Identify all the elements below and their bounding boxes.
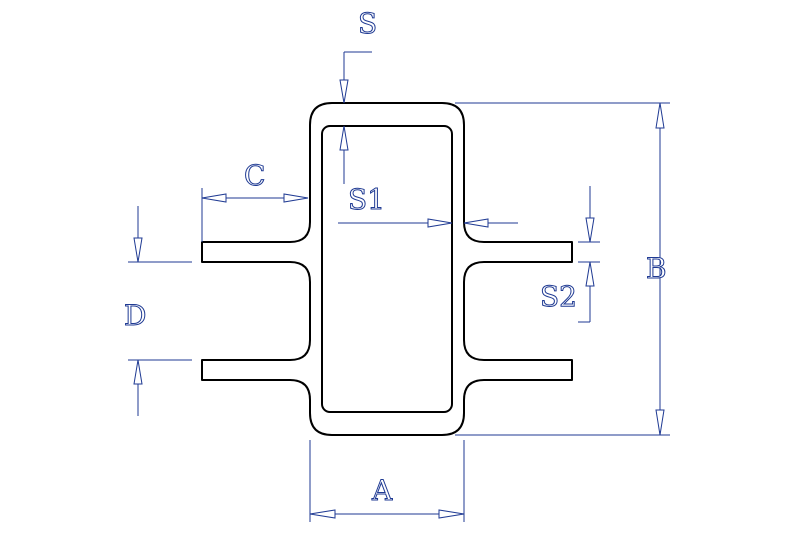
label-s1: S1: [348, 183, 385, 216]
dimension-d: D: [124, 206, 192, 416]
label-b: B: [646, 252, 667, 285]
label-s2: S2: [540, 280, 577, 313]
label-s: S: [358, 7, 377, 40]
dimension-s: S: [339, 7, 378, 184]
dimension-s1: S1: [338, 183, 518, 228]
label-c: C: [244, 159, 265, 192]
dimension-b: B: [455, 102, 670, 436]
label-a: A: [371, 474, 393, 507]
dimension-a: A: [309, 440, 465, 522]
dimension-s2: S2: [540, 186, 600, 323]
label-d: D: [124, 299, 146, 332]
profile-outer-contour: [201, 102, 573, 436]
dimension-c: C: [201, 159, 309, 242]
profile-inner-contour: [321, 125, 453, 413]
